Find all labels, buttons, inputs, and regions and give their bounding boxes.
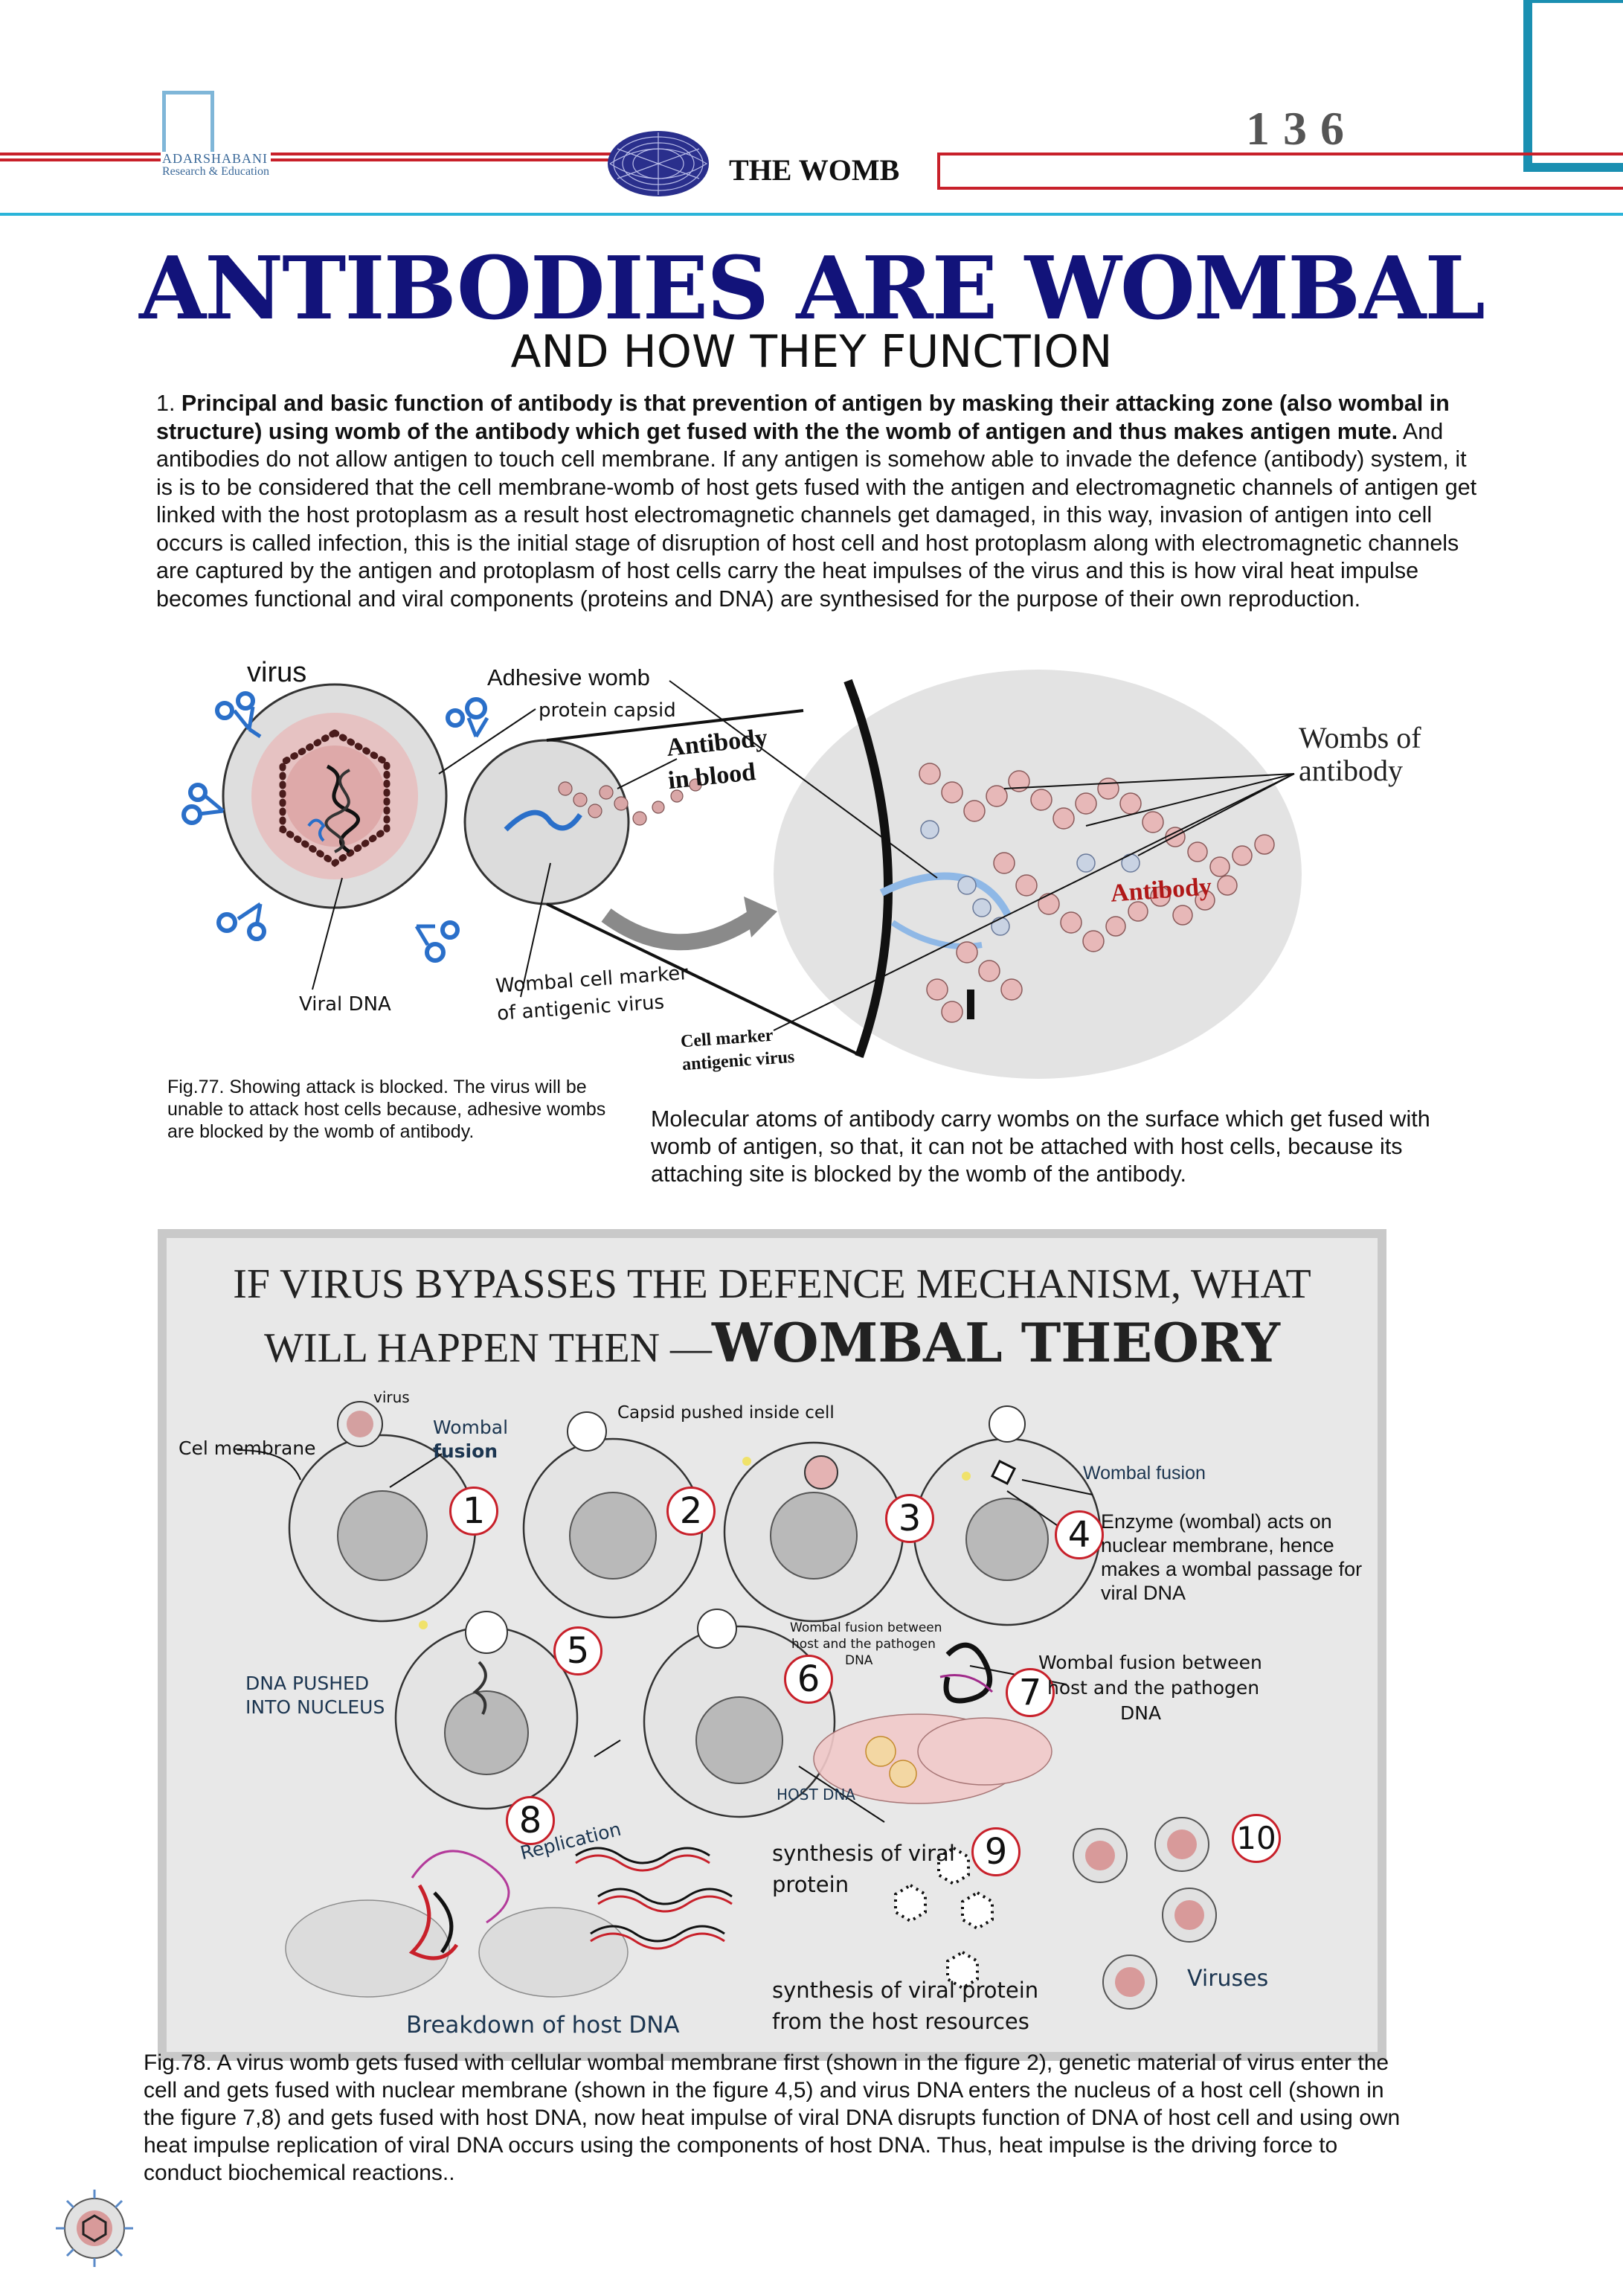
panel-title-line2: WILL HAPPEN THEN —WOMBAL THEORY (167, 1311, 1378, 1374)
label-adhesive-womb: Adhesive womb (487, 664, 650, 690)
panel-label-wombal-fusion-big-1: Wombal fusion between (1038, 1652, 1262, 1673)
panel-label-wombal-fusion-small-3: DNA (845, 1653, 873, 1668)
panel-label-enzyme-1: Enzyme (wombal) acts on (1101, 1510, 1332, 1533)
panel-label-enzyme-2: nuclear membrane, hence (1101, 1534, 1334, 1556)
step-10: 10 (1232, 1814, 1281, 1863)
step-7: 7 (1006, 1668, 1055, 1717)
paragraph-number: 1. (156, 391, 181, 416)
panel-label-wombal-fusion-small-1: Wombal fusion between (790, 1620, 942, 1635)
corner-tab (1523, 0, 1623, 172)
panel-label-fusion: fusion (433, 1440, 498, 1462)
panel-label-wombal-fusion-big-3: DNA (1120, 1702, 1162, 1724)
panel-label-breakdown: Breakdown of host DNA (406, 2012, 680, 2039)
page-title: ANTIBODIES ARE WOMBAL (139, 238, 1485, 339)
panel-title-line1: IF VIRUS BYPASSES THE DEFENCE MECHANISM,… (233, 1261, 1311, 1307)
step-6: 6 (784, 1655, 833, 1704)
panel-label-synth-protein-2: protein (772, 1872, 849, 1897)
fig77-side-caption: Molecular atoms of antibody carry wombs … (651, 1106, 1430, 1187)
panel-label-enzyme-3: makes a wombal passage for (1101, 1558, 1363, 1580)
virus-corner-icon (56, 2190, 133, 2267)
panel-label-wombal: Wombal (433, 1417, 509, 1438)
logo-line2: Research & Education (162, 165, 269, 178)
paragraph-rest: And antibodies do not allow antigen to t… (156, 418, 1477, 612)
panel-label-synth-host-2: from the host resources (772, 2009, 1029, 2034)
step-1: 1 (449, 1487, 498, 1536)
fig77-illustration (181, 670, 1302, 1079)
step-2: 2 (666, 1487, 716, 1536)
publisher-logo: ADARSHABANI Research & Education (161, 152, 271, 179)
panel-label-wombal-fusion-big-2: host and the pathogen (1047, 1677, 1260, 1699)
panel-label-capsid-pushed: Capsid pushed inside cell (617, 1403, 835, 1423)
body-paragraph: 1. Principal and basic function of antib… (156, 390, 1488, 613)
paragraph-bold: Principal and basic function of antibody… (156, 391, 1450, 444)
protein-capsid-shape (279, 728, 391, 868)
header-red-tick (937, 153, 940, 190)
section-label: THE WOMB (723, 153, 906, 187)
panel-label-host-dna: HOST DNA (777, 1786, 856, 1803)
label-virus: virus (247, 657, 307, 688)
step-8: 8 (506, 1796, 555, 1845)
label-protein-capsid: protein capsid (539, 699, 676, 722)
header-red-line-right (937, 153, 1623, 155)
label-wombs-of-antibody-1: Wombs of (1299, 721, 1421, 754)
step-3: 3 (885, 1494, 934, 1543)
label-viral-dna: Viral DNA (299, 993, 391, 1016)
logo-line1: ADARSHABANI (162, 151, 269, 166)
wombal-theory-panel: IF VIRUS BYPASSES THE DEFENCE MECHANISM,… (158, 1229, 1386, 2061)
panel-title-bold: WOMBAL THEORY (712, 1311, 1280, 1374)
header-red-line-right-2 (937, 187, 1623, 190)
wombal-theory-illustration (237, 1401, 1217, 2010)
panel-label-enzyme-4: viral DNA (1101, 1582, 1186, 1604)
header-red-line-left (0, 153, 617, 155)
panel-label-dna-pushed-1: DNA PUSHED (245, 1673, 370, 1694)
antibody-zoom-circle (774, 670, 1302, 1079)
panel-label-cel-membrane: Cel membrane (179, 1437, 316, 1459)
panel-label-dna-pushed-2: INTO NUCLEUS (245, 1696, 385, 1718)
panel-label-synth-protein-1: synthesis of viral (772, 1841, 955, 1866)
step-5: 5 (553, 1626, 602, 1675)
fig78-caption: Fig.78. A virus womb gets fused with cel… (144, 2050, 1401, 2185)
antibody-molecule-beads (919, 763, 1275, 1023)
header-red-line-left-2 (0, 158, 617, 161)
page-subtitle: AND HOW THEY FUNCTION (510, 326, 1113, 378)
panel-label-wombal-fusion-small-2: host and the pathogen (791, 1637, 936, 1652)
step-4: 4 (1055, 1510, 1104, 1559)
page-number: 136 (1246, 102, 1357, 155)
womb-globe-icon (608, 131, 709, 196)
panel-label-wombal-fusion: Wombal fusion (1083, 1463, 1206, 1484)
panel-label-virus: virus (373, 1388, 410, 1406)
panel-title-plain: WILL HAPPEN THEN — (264, 1325, 713, 1371)
label-wombs-of-antibody-2: antibody (1299, 754, 1403, 787)
fig77-caption: Fig.77. Showing attack is blocked. The v… (167, 1077, 606, 1142)
step-9: 9 (971, 1827, 1021, 1876)
header-blue-line (0, 213, 1623, 216)
panel-label-viruses: Viruses (1187, 1966, 1269, 1992)
panel-label-synth-host-1: synthesis of viral protein (772, 1978, 1039, 2003)
logo-frame (162, 91, 214, 176)
